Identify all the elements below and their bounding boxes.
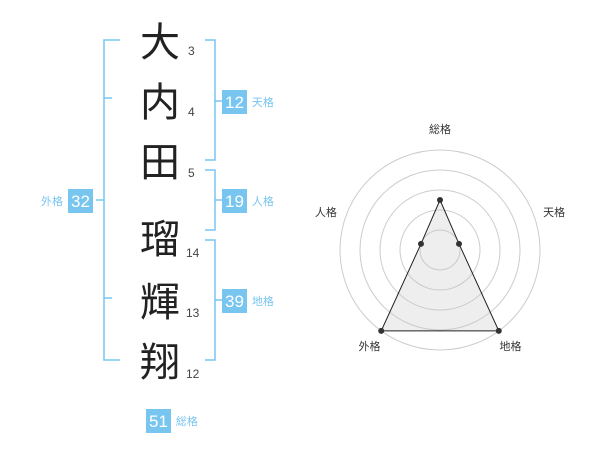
name-char-4: 瑠 <box>140 217 180 263</box>
jinkaku-label: 人格 <box>251 195 274 208</box>
radar-axis-label: 総格 <box>429 122 451 136</box>
name-char-2: 内 <box>140 80 180 126</box>
tenkaku-value: 12 <box>222 90 247 114</box>
stroke-count-5: 13 <box>186 306 200 320</box>
radar-ring <box>379 189 501 311</box>
soukaku-label: 総格 <box>175 415 198 428</box>
name-char-6: 翔 <box>140 340 180 386</box>
radar-point <box>495 327 502 334</box>
stroke-count-1: 3 <box>188 44 195 58</box>
tenkaku-badge: 12 天格 <box>222 90 274 114</box>
gaikaku-value: 32 <box>68 189 93 213</box>
radar-axis-label: 外格 <box>358 339 380 353</box>
stroke-count-6: 12 <box>186 367 200 381</box>
jinkaku-badge: 19 人格 <box>222 189 274 213</box>
stroke-count-3: 5 <box>188 166 195 180</box>
radar-axis-label: 人格 <box>315 205 337 219</box>
name-char-1: 大 <box>140 20 180 66</box>
gaikaku-badge: 外格 32 <box>41 189 93 213</box>
radar-ring <box>399 209 481 291</box>
radar-polygon <box>380 198 500 332</box>
chikaku-badge: 39 地格 <box>222 289 274 313</box>
radar-point <box>378 327 385 334</box>
tenkaku-label: 天格 <box>251 96 274 109</box>
radar-ring <box>359 169 521 331</box>
gaikaku-label: 外格 <box>41 195 63 208</box>
tenkaku-bracket <box>205 39 216 161</box>
radar-axis-label: 地格 <box>500 339 522 353</box>
chikaku-value: 39 <box>222 289 247 313</box>
radar-ring <box>339 149 541 351</box>
radar-point <box>437 197 443 203</box>
stroke-count-4: 14 <box>186 246 200 260</box>
stroke-count-2: 4 <box>188 105 195 119</box>
name-char-3: 田 <box>140 140 180 186</box>
soukaku-badge: 51 総格 <box>146 409 198 433</box>
chikaku-label: 地格 <box>251 295 274 308</box>
radar-point <box>417 240 424 247</box>
radar-point <box>456 240 463 247</box>
soukaku-value: 51 <box>146 409 171 433</box>
jinkaku-value: 19 <box>222 189 247 213</box>
radar-axis-label: 天格 <box>543 205 565 219</box>
name-char-5: 輝 <box>140 280 180 326</box>
radar-ring <box>419 229 461 271</box>
